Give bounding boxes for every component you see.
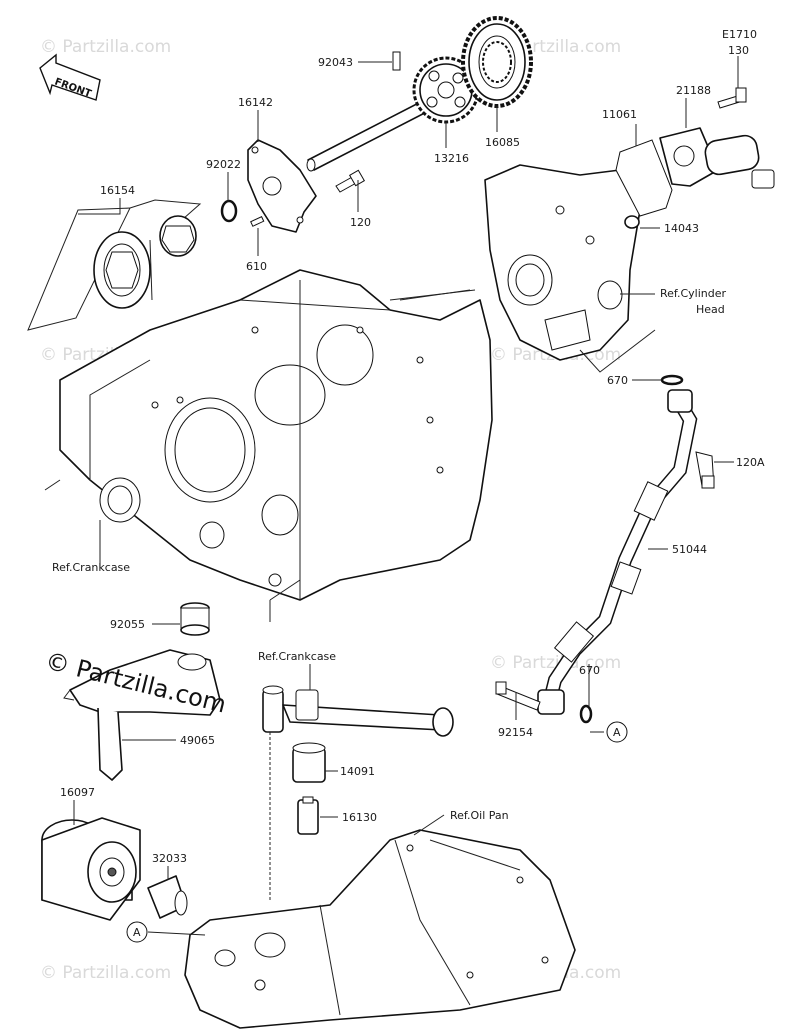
pump-shaft-13216: [306, 56, 480, 172]
bolt-130: [717, 87, 747, 109]
oil-pan-illustration: [184, 829, 576, 1029]
valve-cover-21188: [659, 127, 775, 189]
part-label-16130: 16130: [342, 811, 377, 824]
watermark: © Partzilla.com: [40, 37, 171, 57]
ref-crankcase-label: Ref.Crankcase: [258, 650, 336, 663]
part-label-49065: 49065: [180, 734, 215, 747]
crankcase-illustration: [44, 269, 493, 601]
part-label-670: 670: [579, 664, 600, 677]
grommet-92055: [180, 602, 210, 636]
part-label-14091: 14091: [340, 765, 375, 778]
front-arrow-icon: FRONT: [39, 53, 101, 101]
drive-gear-16085: [461, 16, 533, 108]
part-label-51044: 51044: [672, 543, 707, 556]
pin-610: [250, 215, 265, 227]
oring-670: [660, 374, 684, 386]
part-label-21188: 21188: [676, 84, 711, 97]
part-label-32033: 32033: [152, 852, 187, 865]
dowel-pin-92043: [392, 51, 401, 71]
part-label-E1710: E1710: [722, 28, 757, 41]
oring-92022: [220, 199, 238, 223]
leader-lines: [73, 56, 739, 936]
oring-670: [579, 704, 593, 724]
watermark: © Partzilla.com: [40, 963, 171, 983]
reference-marker-a-label: A: [613, 726, 621, 739]
oil-strainer-49065: [63, 649, 221, 781]
connector-32033: [147, 875, 188, 919]
bolt-92154: [495, 681, 541, 711]
reference-marker-a: [126, 921, 148, 943]
part-label-92043: 92043: [318, 56, 353, 69]
pump-cover-16142: [247, 139, 317, 233]
part-labels: 92043 16142 92022 16154 120 610 13216 16…: [52, 28, 765, 943]
oil-pipe-51044: [537, 389, 698, 715]
ref-oil-pan-label: Ref.Oil Pan: [450, 809, 509, 822]
rotor-set-16154: [27, 199, 202, 331]
part-label-92154: 92154: [498, 726, 533, 739]
bolt-120: [335, 169, 366, 193]
part-label-16097: 16097: [60, 786, 95, 799]
ref-crankcase-label: Ref.Crankcase: [52, 561, 130, 574]
part-label-14043: 14043: [664, 222, 699, 235]
part-label-120A: 120A: [736, 456, 765, 469]
part-label-130: 130: [728, 44, 749, 57]
bolt-120A: [695, 451, 715, 489]
oil-filter-16097: [41, 817, 141, 921]
part-label-16154: 16154: [100, 184, 135, 197]
part-label-92022: 92022: [206, 158, 241, 171]
part-label-610: 610: [246, 260, 267, 273]
watermark: © Partzilla.com: [490, 653, 621, 673]
part-label-16142: 16142: [238, 96, 273, 109]
oil-pipe-assembly: [262, 685, 454, 900]
part-label-120: 120: [350, 216, 371, 229]
part-label-16085: 16085: [485, 136, 520, 149]
reference-marker-a-label: A: [133, 926, 141, 939]
part-label-11061: 11061: [602, 108, 637, 121]
nut-14043: [624, 215, 640, 229]
ref-cylinder-head-label: Head: [696, 303, 725, 316]
reference-marker-a: [606, 721, 628, 743]
part-label-670: 670: [607, 374, 628, 387]
cylinder-head-illustration: [484, 164, 641, 361]
part-label-13216: 13216: [434, 152, 469, 165]
part-label-92055: 92055: [110, 618, 145, 631]
ref-cylinder-head-label: Ref.Cylinder: [660, 287, 727, 300]
gasket-11061: [615, 139, 673, 217]
